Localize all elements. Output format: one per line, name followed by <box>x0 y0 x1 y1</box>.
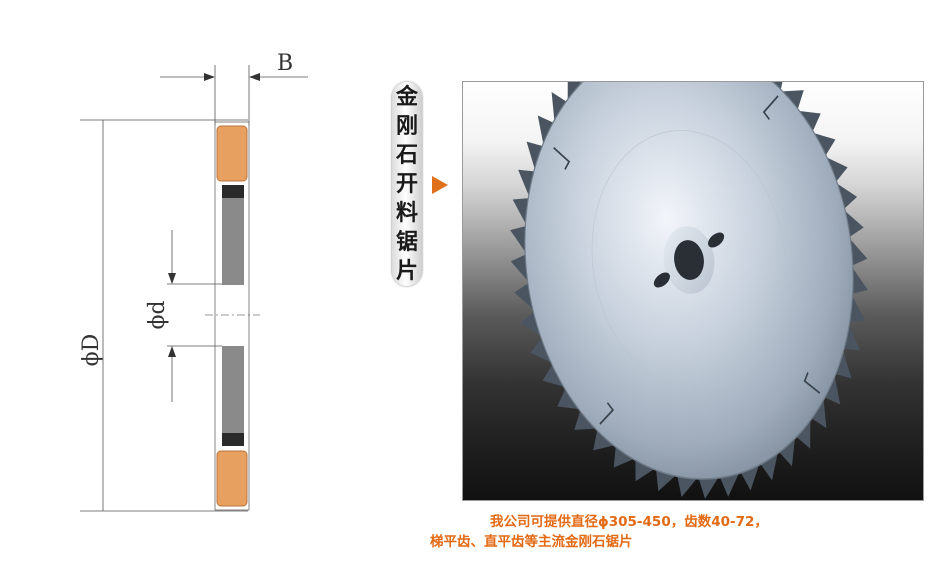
saw-blade-photo <box>462 81 924 501</box>
title-char: 料 <box>395 200 418 226</box>
width-label-b: B <box>277 51 293 76</box>
diameter-label-d: ϕD <box>79 334 104 367</box>
caption-line-1: 我公司可提供直径ϕ305-450，齿数40-72， <box>490 514 768 530</box>
vertical-title-capsule: 金 刚 石 开 料 锯 片 <box>392 82 422 286</box>
title-char: 锯 <box>395 229 418 255</box>
title-char: 开 <box>395 171 418 197</box>
saw-blade-cross-section-diagram: B ϕd ϕD <box>79 51 308 512</box>
product-caption: 我公司可提供直径ϕ305-450，齿数40-72， 梯平齿、直平齿等主流金刚石锯… <box>430 512 910 552</box>
caption-line-2: 梯平齿、直平齿等主流金刚石锯片 <box>430 534 633 550</box>
pointer-arrow-icon <box>432 176 448 194</box>
title-char: 刚 <box>395 113 418 139</box>
title-char: 片 <box>395 258 418 284</box>
title-char: 金 <box>395 84 418 110</box>
bore-label-d: ϕd <box>145 300 170 329</box>
saw-blade-image <box>510 82 868 499</box>
title-char: 石 <box>395 142 418 168</box>
